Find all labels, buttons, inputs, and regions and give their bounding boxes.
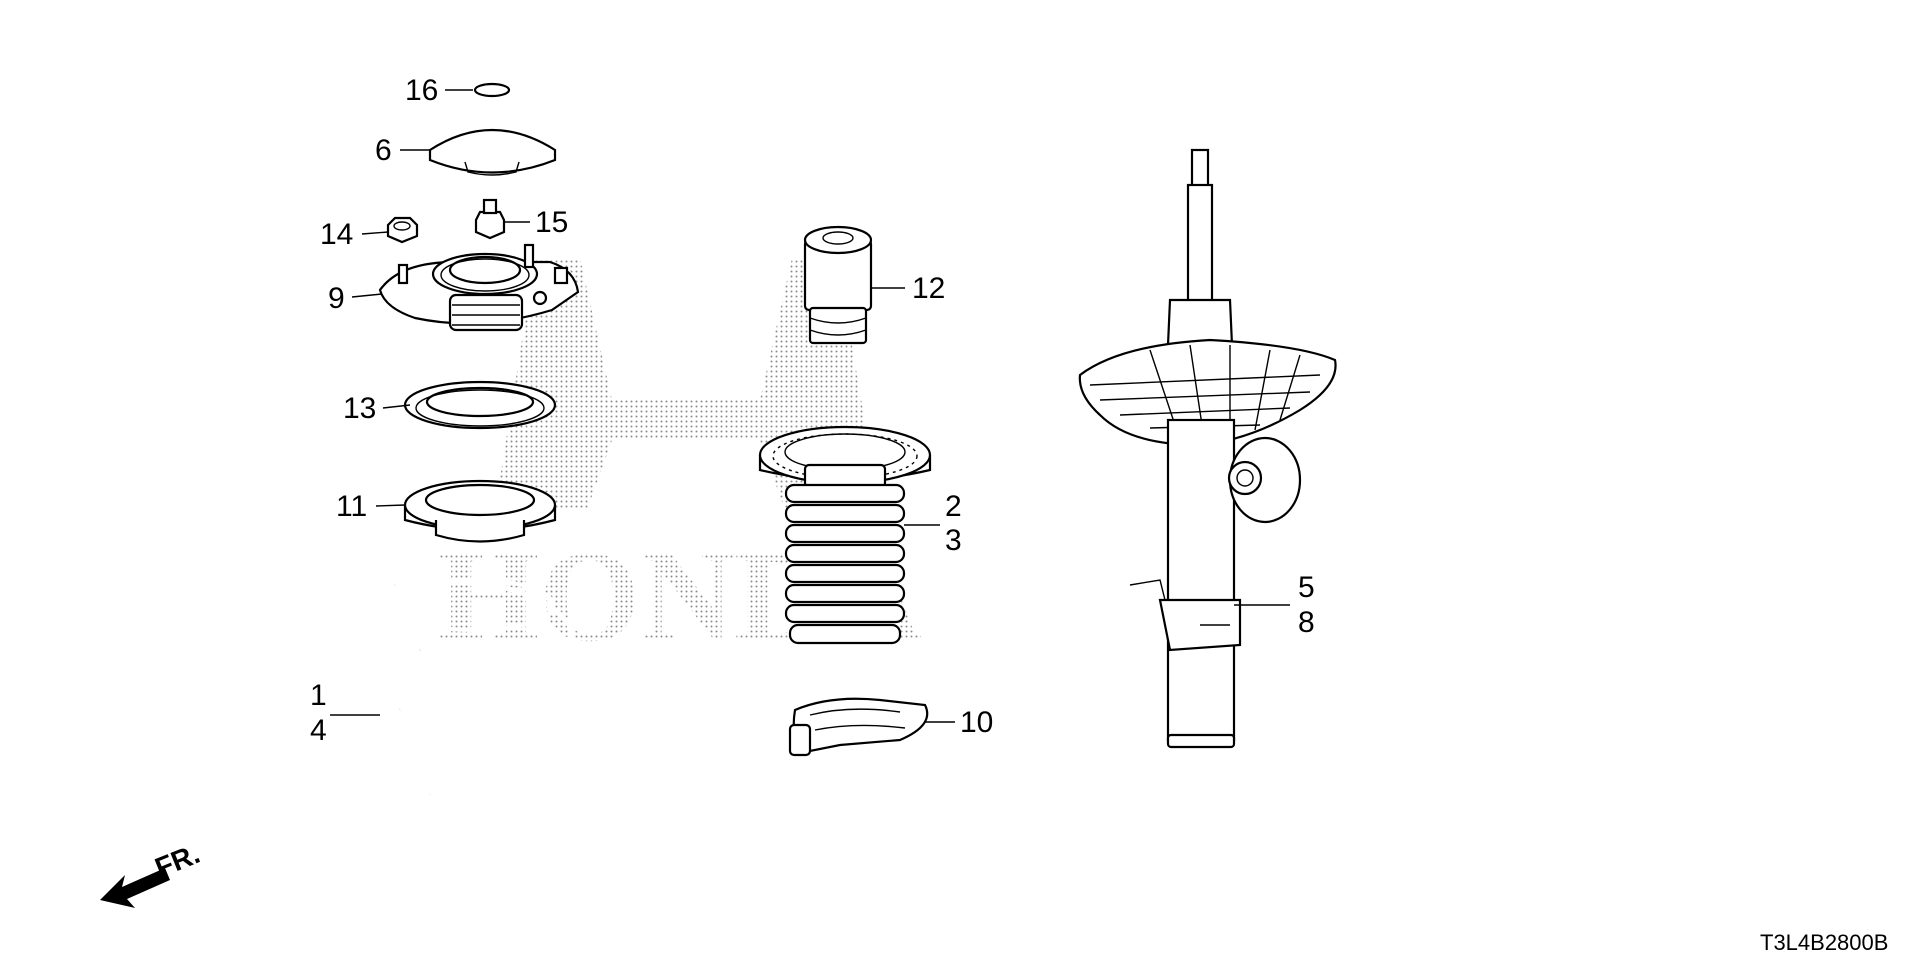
part-15-nut	[474, 198, 506, 240]
part-10-clip	[788, 697, 929, 757]
front-direction-arrow: FR.	[100, 838, 204, 908]
callout-5: 6	[375, 134, 392, 167]
part-5-cap	[428, 128, 557, 176]
callout-1: 1	[310, 679, 327, 712]
part-9-strut-mount	[378, 243, 580, 332]
part-13-spring-seat	[403, 380, 557, 430]
callout-12: 12	[912, 272, 945, 305]
callout-10: 10	[960, 706, 993, 739]
part-2-boot-assembly	[758, 425, 932, 645]
part-6-strut-assembly	[1078, 148, 1337, 749]
callout-15: 15	[535, 206, 568, 239]
part-16-washer	[473, 82, 511, 98]
callout-16: 16	[405, 74, 438, 107]
callout-11: 11	[336, 490, 367, 523]
front-label: FR.	[151, 838, 204, 884]
callout-2: 2	[945, 490, 962, 523]
part-11-spring-rubber	[403, 479, 557, 543]
callout-4: 4	[310, 714, 327, 747]
boot-bellows	[784, 483, 906, 645]
part-1-coil-spring	[370, 577, 583, 848]
drawing-code: T3L4B2800B	[1760, 930, 1888, 955]
callouts: 16 6 14 15 9 13 11 1 4 12 2 3 10 5 8	[310, 74, 1315, 747]
part-12-bump-stop	[803, 225, 873, 345]
callout-6: 5	[1298, 571, 1315, 604]
part-14-nut	[386, 216, 419, 244]
callout-9: 9	[328, 282, 345, 315]
callout-8: 8	[1298, 606, 1315, 639]
callout-13: 13	[343, 392, 376, 425]
leader-lines	[330, 89, 1290, 723]
callout-3: 3	[945, 524, 962, 557]
callout-14: 14	[320, 218, 353, 251]
